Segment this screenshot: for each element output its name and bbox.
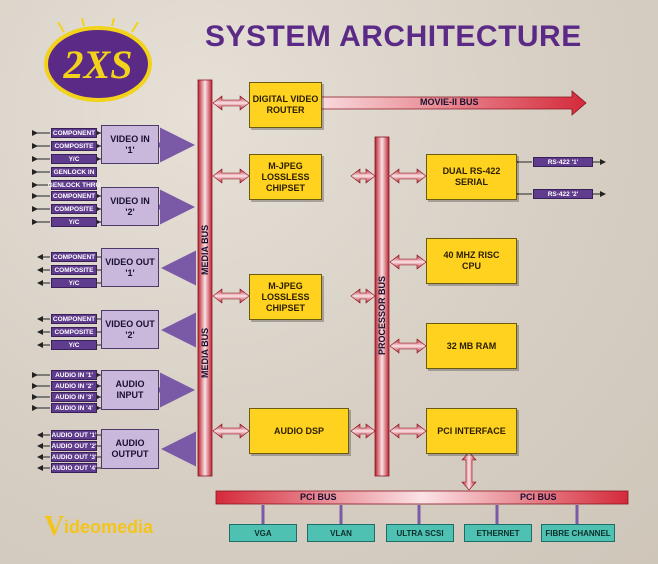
port-label-vin2-3: Y/C bbox=[51, 217, 97, 227]
block-video-in-1: VIDEO IN '1' bbox=[101, 125, 159, 164]
processor-links bbox=[350, 168, 427, 439]
block-video-in-2: VIDEO IN '2' bbox=[101, 187, 159, 226]
media-bus-label-bottom: MEDIA BUS bbox=[200, 327, 210, 379]
movie-bus-label: MOVIE-II BUS bbox=[420, 97, 479, 107]
port-label-vout2-3: Y/C bbox=[51, 340, 97, 350]
port-label-vout1-2: COMPOSITE bbox=[51, 265, 97, 275]
pci-bus-label-left: PCI BUS bbox=[300, 492, 337, 502]
port-lines bbox=[32, 130, 101, 471]
logo-text: 2XS bbox=[63, 42, 133, 87]
port-label-aout-4: AUDIO OUT '4' bbox=[51, 463, 97, 473]
port-label-ain-4: AUDIO IN '4' bbox=[51, 403, 97, 413]
pci-device-vga: VGA bbox=[229, 524, 297, 542]
port-label-vin2-2: COMPOSITE bbox=[51, 204, 97, 214]
port-label-vin1-3: Y/C bbox=[51, 154, 97, 164]
port-label-ain-1: AUDIO IN '1' bbox=[51, 370, 97, 380]
port-label-vin1-2: COMPOSITE bbox=[51, 141, 97, 151]
movie-bus-arrow bbox=[305, 90, 587, 116]
port-label-genlock-2: GENLOCK THRU bbox=[47, 180, 101, 190]
block-digital-video-router: DIGITAL VIDEO ROUTER bbox=[249, 82, 322, 128]
pci-device-ultra-scsi: ULTRA SCSI bbox=[386, 524, 454, 542]
logo-2xs-emblem: 2XS bbox=[44, 17, 152, 102]
media-bus-bar bbox=[197, 79, 213, 477]
port-label-genlock-1: GENLOCK IN bbox=[51, 167, 97, 177]
io-bus-arrows bbox=[159, 127, 196, 467]
brand-mark-icon: V bbox=[44, 511, 65, 542]
port-label-vout1-1: COMPONENT bbox=[51, 252, 97, 262]
port-label-vout1-3: Y/C bbox=[51, 278, 97, 288]
processor-bus-label: PROCESSOR BUS bbox=[377, 275, 387, 355]
port-label-aout-2: AUDIO OUT '2' bbox=[51, 441, 97, 451]
port-label-vin1-1: COMPONENT bbox=[51, 128, 97, 138]
media-links bbox=[212, 95, 250, 439]
pci-device-fibre-channel: FIBRE CHANNEL bbox=[541, 524, 615, 542]
block-mjpeg-chipset-1: M-JPEG LOSSLESS CHIPSET bbox=[249, 154, 322, 200]
port-label-rs422-1: RS-422 '1' bbox=[533, 157, 593, 167]
block-video-out-1: VIDEO OUT '1' bbox=[101, 248, 159, 287]
brand-videomedia: V ideomedia bbox=[44, 511, 174, 542]
pci-bus-label-right: PCI BUS bbox=[520, 492, 557, 502]
port-label-aout-1: AUDIO OUT '1' bbox=[51, 430, 97, 440]
block-pci-interface: PCI INTERFACE bbox=[426, 408, 517, 454]
pci-device-arrows bbox=[261, 505, 579, 524]
pci-interface-link bbox=[461, 451, 477, 491]
port-label-aout-3: AUDIO OUT '3' bbox=[51, 452, 97, 462]
pci-device-ethernet: ETHERNET bbox=[464, 524, 532, 542]
logo-2xs: 2XS bbox=[42, 17, 154, 104]
block-ram: 32 MB RAM bbox=[426, 323, 517, 369]
block-video-out-2: VIDEO OUT '2' bbox=[101, 310, 159, 349]
brand-text: ideomedia bbox=[64, 517, 154, 537]
media-bus-label-top: MEDIA BUS bbox=[200, 224, 210, 276]
page-title: SYSTEM ARCHITECTURE bbox=[205, 20, 582, 53]
block-mjpeg-chipset-2: M-JPEG LOSSLESS CHIPSET bbox=[249, 274, 322, 320]
pci-bus-bar bbox=[215, 490, 629, 505]
port-label-rs422-2: RS-422 '2' bbox=[533, 189, 593, 199]
block-risc-cpu: 40 MHZ RISC CPU bbox=[426, 238, 517, 284]
port-label-vout2-2: COMPOSITE bbox=[51, 327, 97, 337]
block-dual-rs422-serial: DUAL RS-422 SERIAL bbox=[426, 154, 517, 200]
port-label-vin2-1: COMPONENT bbox=[51, 191, 97, 201]
port-label-ain-3: AUDIO IN '3' bbox=[51, 392, 97, 402]
port-label-vout2-1: COMPONENT bbox=[51, 314, 97, 324]
pci-device-vlan: VLAN bbox=[307, 524, 375, 542]
processor-bus-bar bbox=[374, 136, 390, 477]
rs422-arrows bbox=[513, 159, 606, 197]
port-label-ain-2: AUDIO IN '2' bbox=[51, 381, 97, 391]
block-audio-output: AUDIO OUTPUT bbox=[101, 429, 159, 469]
block-audio-dsp: AUDIO DSP bbox=[249, 408, 349, 454]
block-audio-input: AUDIO INPUT bbox=[101, 370, 159, 410]
